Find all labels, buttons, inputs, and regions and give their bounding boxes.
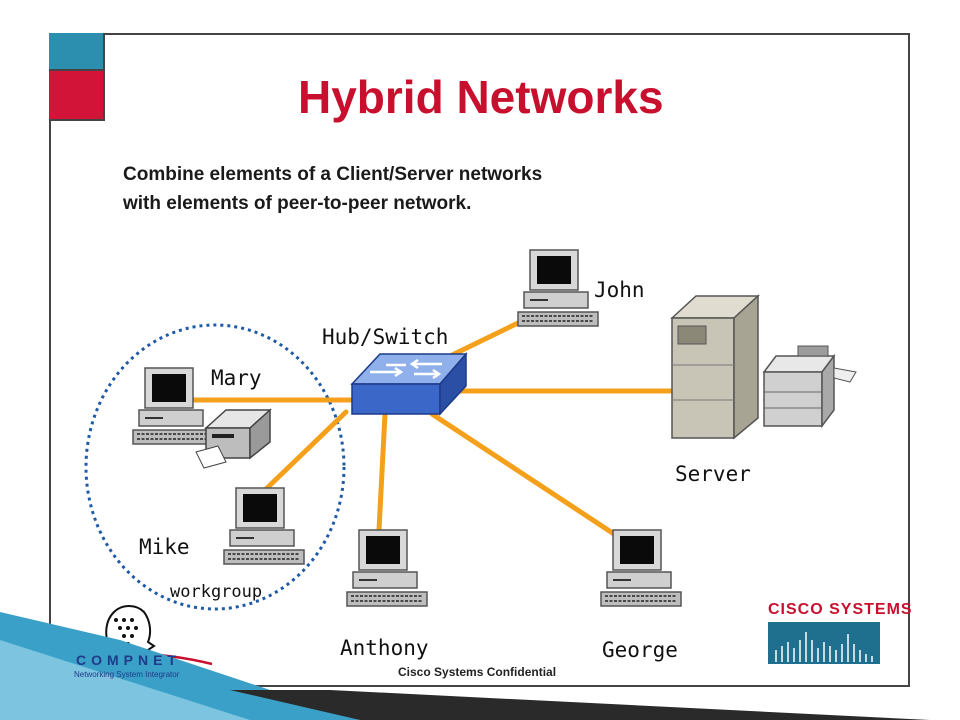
slide-title: Hybrid Networks	[298, 71, 664, 123]
cisco-logo-icon	[768, 622, 880, 664]
label-john: John	[594, 278, 645, 302]
label-george: George	[602, 638, 678, 662]
compnet-logo-tagline: Networking System Integrator	[74, 670, 180, 679]
slide-subtitle: Combine elements of a Client/Server netw…	[123, 160, 683, 218]
printer-server-icon	[762, 345, 857, 429]
slide-frame	[49, 33, 910, 687]
workgroup-boundary	[84, 323, 346, 611]
label-anthony: Anthony	[340, 636, 429, 660]
computer-mary-icon	[132, 367, 214, 445]
printer-mary-icon	[195, 408, 272, 469]
footer-confidential: Cisco Systems Confidential	[398, 665, 557, 679]
link-george-hub	[429, 411, 617, 537]
subtitle-line-1: Combine elements of a Client/Server netw…	[123, 164, 543, 185]
label-hub-switch: Hub/Switch	[322, 325, 449, 349]
compnet-logo-name: COMPNET	[76, 652, 181, 668]
hub-switch-icon	[350, 351, 468, 416]
computer-george-icon	[600, 529, 682, 607]
cisco-logo-name: CISCO SYSTEMS	[768, 601, 913, 618]
server-tower-icon	[670, 294, 760, 440]
computer-anthony-icon	[346, 529, 428, 607]
label-mike: Mike	[139, 535, 190, 559]
corner-accent-red	[49, 71, 105, 121]
corner-accent-teal	[49, 33, 105, 71]
bottom-swoosh	[0, 612, 930, 720]
subtitle-line-2: with elements of peer-to-peer network.	[123, 193, 472, 214]
computer-mike-icon	[223, 487, 305, 565]
label-workgroup: workgroup	[170, 582, 263, 602]
label-mary: Mary	[211, 366, 262, 390]
label-server: Server	[675, 462, 751, 486]
link-mike-hub	[262, 409, 349, 493]
link-john-hub	[443, 319, 523, 361]
computer-john-icon	[517, 249, 599, 327]
link-anthony-hub	[376, 411, 388, 533]
